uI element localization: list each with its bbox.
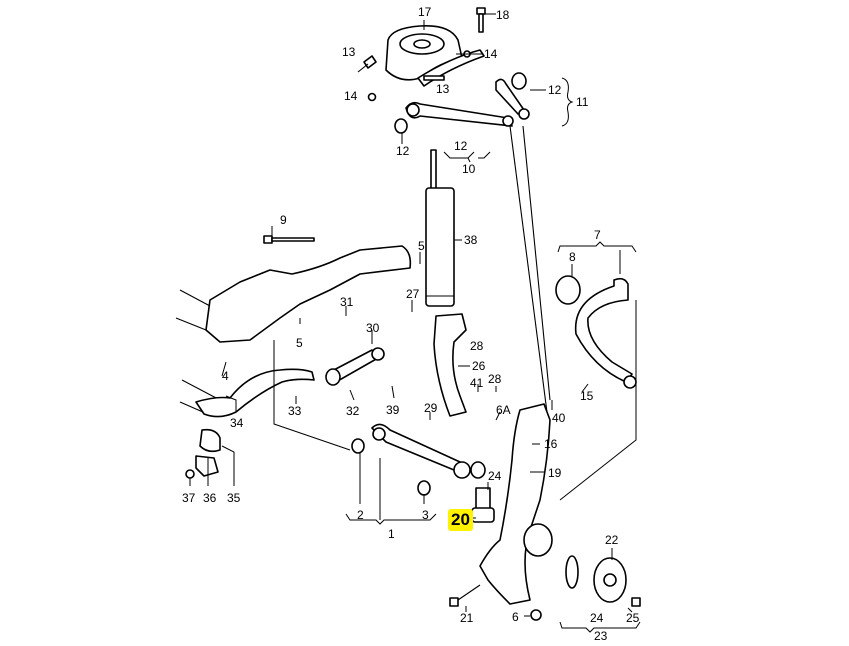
callout-5[interactable]: 5: [296, 336, 303, 350]
callout-8[interactable]: 8: [569, 250, 576, 264]
callout-41[interactable]: 41: [470, 376, 484, 390]
bushing-35: [199, 428, 221, 453]
callout-17[interactable]: 17: [418, 5, 432, 19]
callout-5[interactable]: 5: [418, 239, 425, 253]
callout-12[interactable]: 12: [396, 144, 410, 158]
callout-28[interactable]: 28: [470, 339, 484, 353]
ball-joint-20: [471, 487, 495, 523]
upper-arm-10: [394, 101, 514, 134]
callout-18[interactable]: 18: [496, 8, 510, 22]
clamp-36: [195, 455, 219, 477]
callout-3[interactable]: 3: [422, 508, 429, 522]
callout-38[interactable]: 38: [464, 233, 478, 247]
callout-33[interactable]: 33: [288, 404, 302, 418]
callout-13[interactable]: 13: [436, 82, 450, 96]
lower-arm-1: [351, 423, 486, 496]
link-30: [325, 347, 385, 386]
subframe: [175, 245, 412, 417]
wheel-hub-22: [593, 557, 627, 603]
upper-arm-11: [495, 72, 530, 120]
callout-26[interactable]: 26: [472, 359, 486, 373]
callout-15[interactable]: 15: [580, 389, 594, 403]
wheel-bearing-24: [523, 523, 579, 589]
callout-25[interactable]: 25: [626, 611, 640, 625]
callout-20-highlighted[interactable]: 20: [448, 509, 473, 531]
bolt-18: [476, 7, 486, 33]
callout-6[interactable]: 6: [512, 610, 519, 624]
callout-9[interactable]: 9: [280, 213, 287, 227]
bolt-13-center: [423, 75, 445, 81]
callout-16[interactable]: 16: [544, 437, 558, 451]
bolt-9: [263, 235, 315, 244]
callout-14[interactable]: 14: [484, 47, 498, 61]
bolt-13-left: [357, 55, 377, 73]
nut-14-left: [367, 92, 377, 102]
callout-4[interactable]: 4: [222, 369, 229, 383]
callout-21[interactable]: 21: [460, 611, 474, 625]
callout-37[interactable]: 37: [182, 491, 196, 505]
bolt-21: [449, 584, 481, 607]
bolt-25: [631, 597, 641, 607]
callout-24[interactable]: 24: [590, 611, 604, 625]
nut-6: [530, 609, 542, 621]
callout-12[interactable]: 12: [548, 83, 562, 97]
callout-23[interactable]: 23: [594, 629, 608, 643]
callout-40[interactable]: 40: [552, 411, 566, 425]
callout-13[interactable]: 13: [342, 45, 356, 59]
callout-7[interactable]: 7: [594, 228, 601, 242]
callout-1[interactable]: 1: [388, 527, 395, 541]
callout-27[interactable]: 27: [406, 287, 420, 301]
callout-34[interactable]: 34: [230, 416, 244, 430]
callout-10[interactable]: 10: [462, 162, 476, 176]
callout-12[interactable]: 12: [454, 139, 468, 153]
callout-14[interactable]: 14: [344, 89, 358, 103]
callout-29[interactable]: 29: [424, 401, 438, 415]
callout-6A[interactable]: 6A: [496, 403, 511, 417]
callout-31[interactable]: 31: [340, 295, 354, 309]
callout-22[interactable]: 22: [605, 533, 619, 547]
shock-absorber-38: [425, 149, 455, 307]
callout-24[interactable]: 24: [488, 469, 502, 483]
steering-knuckle-19: [479, 403, 551, 605]
callout-35[interactable]: 35: [227, 491, 241, 505]
callout-39[interactable]: 39: [386, 403, 400, 417]
nut-37: [185, 469, 195, 479]
leader-lines: [189, 13, 641, 633]
callout-32[interactable]: 32: [346, 404, 360, 418]
callout-36[interactable]: 36: [203, 491, 217, 505]
control-arm-7: [555, 275, 637, 389]
callout-19[interactable]: 19: [548, 466, 562, 480]
callout-11[interactable]: 11: [576, 95, 589, 109]
arm-26: [433, 313, 467, 417]
upper-arm-rod: [509, 125, 549, 421]
callout-2[interactable]: 2: [357, 508, 364, 522]
callout-28[interactable]: 28: [488, 372, 502, 386]
callout-30[interactable]: 30: [366, 321, 380, 335]
